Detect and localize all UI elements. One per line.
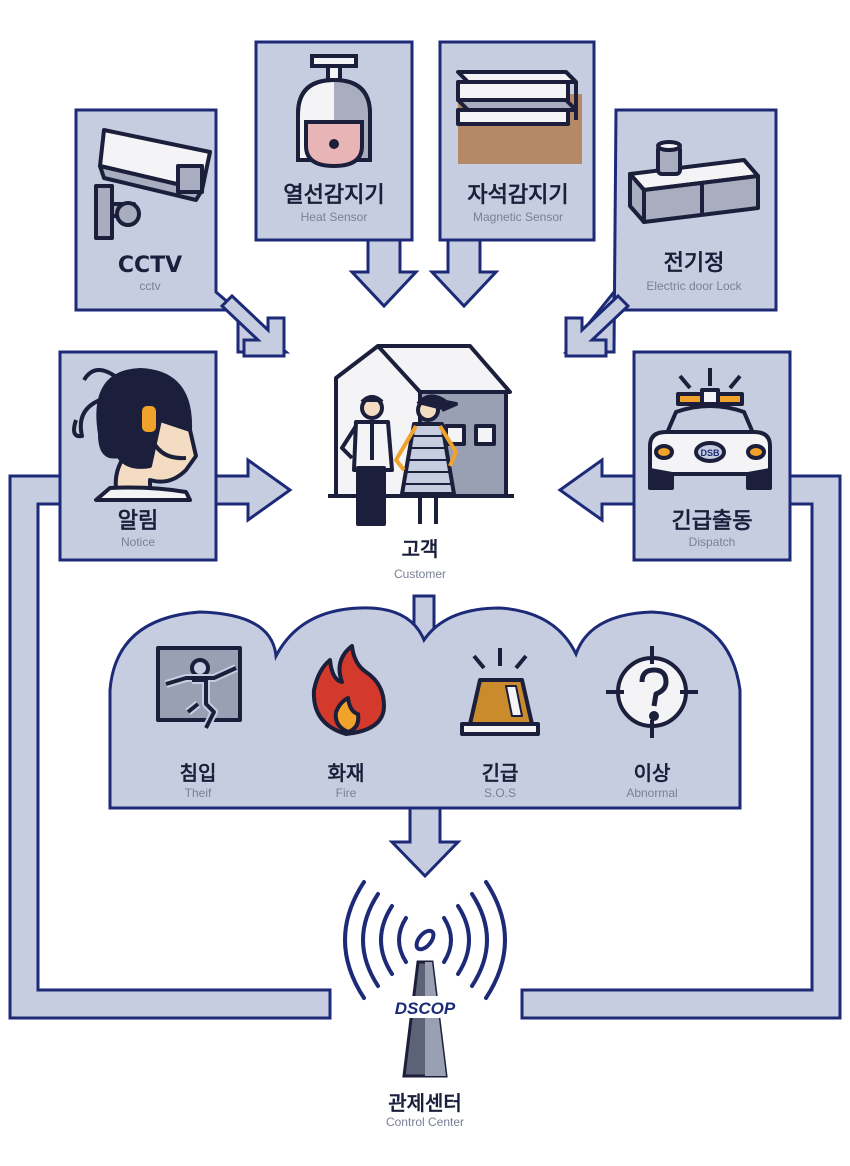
heat-subtitle: Heat Sensor bbox=[301, 210, 368, 224]
magnetic-title: 자석감지기 bbox=[467, 183, 568, 208]
patrol-car-icon bbox=[648, 368, 772, 490]
brand-plate bbox=[376, 996, 474, 1018]
customer-subtitle: Customer bbox=[394, 567, 446, 581]
door-subtitle: Electric door Lock bbox=[646, 279, 742, 293]
dispatch-title: 긴급출동 bbox=[672, 509, 753, 534]
intruder-icon bbox=[156, 646, 242, 730]
magnetic-sensor-icon bbox=[456, 70, 582, 164]
events-cloud: 침입 Theif 화재 Fire 긴급 S.O.S bbox=[108, 606, 742, 879]
event-title-fire: 화재 bbox=[328, 761, 365, 785]
door-lock-card: 전기정 Electric door Lock bbox=[562, 108, 778, 358]
brand-logo-text: DSCOP bbox=[395, 999, 456, 1018]
notice-card: 알림 Notice bbox=[58, 350, 218, 562]
heat-sensor-card: 열선감지기 Heat Sensor bbox=[254, 40, 420, 309]
magnetic-subtitle: Magnetic Sensor bbox=[473, 210, 563, 224]
event-subtitle-emergency: S.O.S bbox=[484, 786, 516, 800]
cctv-title: CCTV bbox=[118, 253, 182, 278]
center-title: 관제센터 bbox=[388, 1091, 462, 1115]
house-people-icon bbox=[328, 344, 514, 526]
heat-title: 열선감지기 bbox=[283, 183, 384, 208]
heat-arrow bbox=[348, 238, 420, 309]
question-target-icon bbox=[606, 646, 698, 738]
event-title-abnormal: 이상 bbox=[634, 761, 671, 785]
signal-tower-icon bbox=[343, 880, 507, 1078]
event-subtitle-fire: Fire bbox=[336, 786, 357, 800]
cctv-card: CCTV cctv bbox=[74, 108, 291, 358]
siren-icon bbox=[460, 648, 540, 736]
event-title-intrusion: 침입 bbox=[180, 761, 217, 785]
car-logo-text: DSB bbox=[700, 448, 720, 458]
event-subtitle-abnormal: Abnormal bbox=[626, 786, 677, 800]
cctv-arrow bbox=[219, 293, 286, 358]
cctv-camera-icon bbox=[94, 128, 212, 240]
dispatch-subtitle: Dispatch bbox=[689, 535, 736, 549]
door-arrow bbox=[564, 293, 631, 358]
door-title: 전기정 bbox=[664, 251, 725, 276]
events-to-center-arrow bbox=[388, 806, 462, 879]
operator-headset-icon bbox=[72, 368, 198, 502]
dispatch-card: DSB 긴급출동 Dispatch bbox=[632, 350, 792, 562]
control-center-block: DSCOP 관제센터 Control Center bbox=[343, 880, 507, 1129]
notice-title: 알림 bbox=[118, 509, 158, 534]
customer-block: 고객 Customer bbox=[328, 344, 514, 581]
notice-subtitle: Notice bbox=[121, 535, 155, 549]
cctv-subtitle: cctv bbox=[139, 279, 160, 293]
fire-icon bbox=[311, 644, 386, 736]
customer-title: 고객 bbox=[402, 537, 439, 561]
event-title-emergency: 긴급 bbox=[482, 761, 519, 785]
door-lock-icon bbox=[628, 140, 760, 224]
center-subtitle: Control Center bbox=[386, 1115, 464, 1129]
magnetic-arrow bbox=[428, 238, 500, 309]
magnetic-sensor-card: 자석감지기 Magnetic Sensor bbox=[428, 40, 596, 309]
heat-sensor-icon bbox=[296, 54, 372, 169]
event-subtitle-intrusion: Theif bbox=[185, 786, 212, 800]
